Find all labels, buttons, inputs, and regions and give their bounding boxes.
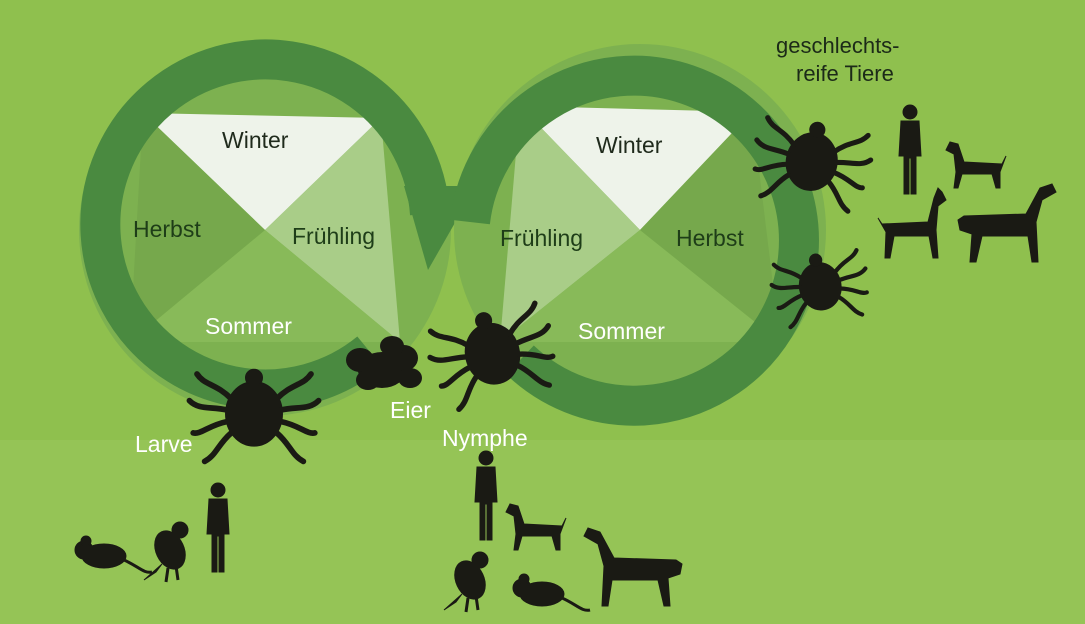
left-fruehling-label: Frühling bbox=[292, 223, 375, 249]
left-winter-label: Winter bbox=[222, 127, 289, 153]
right-herbst-label: Herbst bbox=[676, 225, 744, 251]
right-fruehling-label: Frühling bbox=[500, 225, 583, 251]
adult-label-line2: reife Tiere bbox=[796, 61, 894, 86]
right-sommer-label: Sommer bbox=[578, 318, 665, 344]
right-winter-label: Winter bbox=[596, 132, 663, 158]
left-herbst-label: Herbst bbox=[133, 216, 201, 242]
left-sommer-label: Sommer bbox=[205, 313, 292, 339]
nymph-label: Nymphe bbox=[442, 425, 528, 451]
eggs-label: Eier bbox=[390, 397, 431, 423]
larva-label: Larve bbox=[135, 431, 193, 457]
adult-label-line1: geschlechts- bbox=[776, 33, 900, 58]
